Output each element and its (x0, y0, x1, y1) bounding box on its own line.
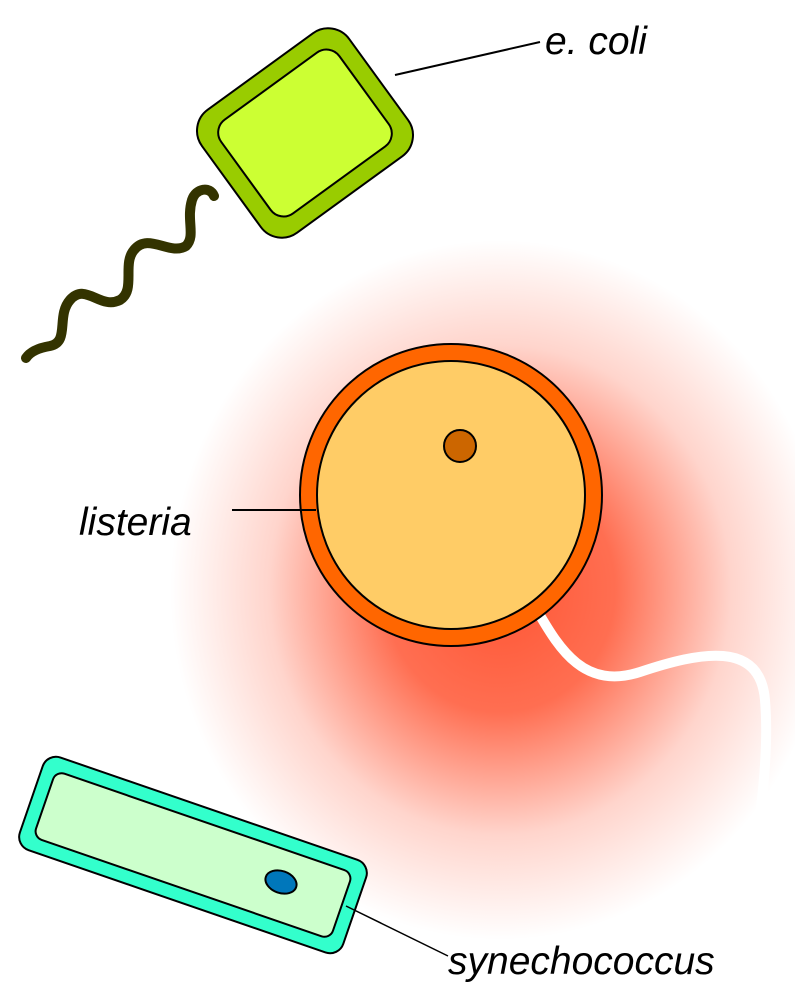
ecoli-flagellum (26, 190, 214, 358)
listeria-cytoplasm (317, 361, 585, 629)
ecoli-cell (187, 18, 424, 248)
ecoli-label: e. coli (545, 20, 648, 63)
listeria-cell (300, 344, 602, 646)
listeria-nucleus (444, 430, 476, 462)
synechococcus-label: synechococcus (448, 940, 715, 983)
ecoli-leader-line (395, 42, 540, 75)
listeria-label: listeria (79, 501, 192, 544)
